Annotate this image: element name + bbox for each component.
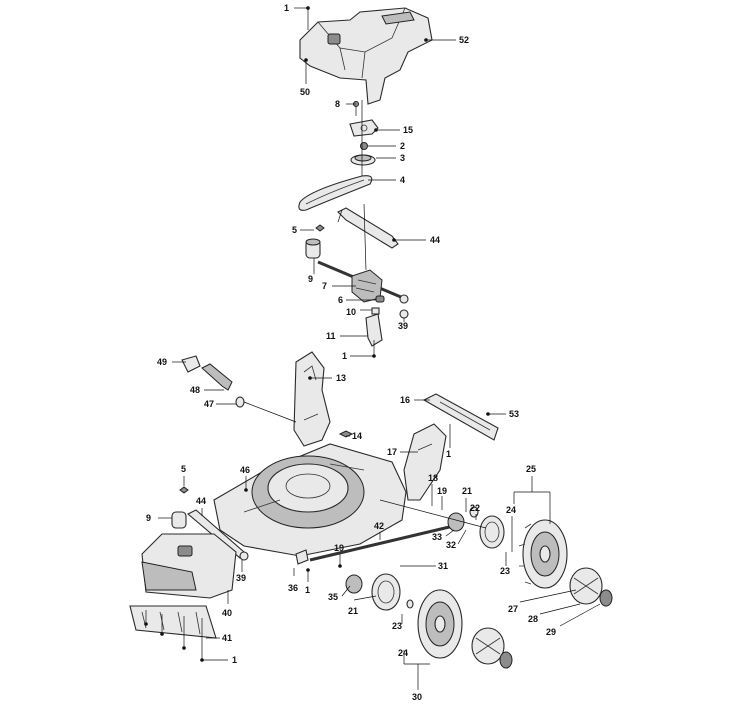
callout-23-lower: 23: [392, 621, 402, 631]
callout-28: 28: [528, 614, 538, 624]
front-cover: [129, 533, 237, 639]
front-hubcap: [471, 627, 513, 669]
pulley: [350, 154, 376, 166]
callout-1-bottom: 1: [232, 655, 237, 665]
callout-21-upper: 21: [462, 486, 472, 496]
callout-30: 30: [412, 692, 422, 702]
callout-24-upper: 24: [506, 505, 516, 515]
callout-44-lower: 44: [196, 496, 206, 506]
callout-1-middle: 1: [342, 351, 347, 361]
callout-35: 35: [328, 592, 338, 602]
callout-42: 42: [374, 521, 384, 531]
callout-17: 17: [387, 447, 397, 457]
callout-19-lower: 19: [334, 543, 344, 553]
callout-19-upper: 19: [437, 486, 447, 496]
callout-10: 10: [346, 307, 356, 317]
rear-gear-set: [447, 506, 505, 549]
callout-29: 29: [546, 627, 556, 637]
side-height-bracket: [403, 423, 447, 501]
drive-belt: [298, 175, 373, 211]
callout-9-upper: 9: [308, 274, 313, 284]
height-adjust-lever: [201, 363, 233, 391]
callout-1-under-16: 1: [446, 449, 451, 459]
nut-part: [360, 142, 368, 150]
callout-39-lower: 39: [236, 573, 246, 583]
callout-24-lower: 24: [398, 648, 408, 658]
callout-2: 2: [400, 141, 405, 151]
callout-5-upper: 5: [292, 225, 297, 235]
alignment-lines: [243, 100, 487, 529]
callout-50: 50: [300, 87, 310, 97]
callout-14: 14: [352, 431, 362, 441]
callout-leaders: [144, 6, 601, 690]
callout-40: 40: [222, 608, 232, 618]
callout-53: 53: [509, 409, 519, 419]
engine-cover: [299, 7, 433, 105]
callout-36: 36: [288, 583, 298, 593]
bushing-upper: [305, 238, 321, 259]
callout-23-upper: 23: [500, 566, 510, 576]
washer-upper: [399, 309, 409, 319]
lever-washer: [235, 396, 245, 408]
callout-9-lower: 9: [146, 513, 151, 523]
rear-axle-rod: [309, 522, 463, 562]
gearbox-fittings: [371, 295, 385, 315]
callout-22: 22: [470, 503, 480, 513]
callout-21-lower: 21: [348, 606, 358, 616]
callout-15: 15: [403, 125, 413, 135]
callout-52: 52: [459, 35, 469, 45]
callout-labels: 1 52 50 8 15 2 3 4 5 44 9 7 6 10 39 11 1…: [146, 3, 556, 702]
callout-18: 18: [428, 473, 438, 483]
callout-31: 31: [438, 561, 448, 571]
callout-1-near-36: 1: [305, 585, 310, 595]
callout-41: 41: [222, 633, 232, 643]
gearbox-assembly: [317, 260, 409, 304]
height-adjust-knob: [181, 355, 201, 373]
callout-47: 47: [204, 399, 214, 409]
front-wheel: [417, 589, 463, 659]
callout-49: 49: [157, 357, 167, 367]
callout-5-lower: 5: [181, 464, 186, 474]
callout-13: 13: [336, 373, 346, 383]
bushing-lower: [171, 511, 187, 529]
callout-6: 6: [338, 295, 343, 305]
callout-48: 48: [190, 385, 200, 395]
callout-4: 4: [400, 175, 405, 185]
axle-clip: [295, 549, 309, 565]
callout-27: 27: [508, 604, 518, 614]
small-spring-upper: [315, 224, 325, 232]
callout-25: 25: [526, 464, 536, 474]
callout-1-top: 1: [284, 3, 289, 13]
callout-8: 8: [335, 99, 340, 109]
rear-flap-bar: [422, 393, 499, 441]
washer-lower: [239, 551, 249, 561]
bolt-part: [338, 430, 354, 438]
callout-3: 3: [400, 153, 405, 163]
callout-16: 16: [400, 395, 410, 405]
cable-bracket: [349, 119, 379, 137]
gearbox-bracket: [365, 313, 383, 347]
callout-44-upper: 44: [430, 235, 440, 245]
front-gear-set: [345, 573, 414, 611]
rear-height-bracket: [293, 351, 331, 447]
mower-deck: [213, 443, 407, 557]
small-spring-lower: [179, 486, 189, 494]
rear-hubcap: [569, 567, 613, 607]
callout-32: 32: [446, 540, 456, 550]
callout-46: 46: [240, 465, 250, 475]
rear-wheel: [518, 519, 568, 589]
callout-33: 33: [432, 532, 442, 542]
control-rod-upper: [337, 207, 399, 249]
callout-11: 11: [326, 331, 336, 341]
callout-7: 7: [322, 281, 327, 291]
callout-39-upper: 39: [398, 321, 408, 331]
